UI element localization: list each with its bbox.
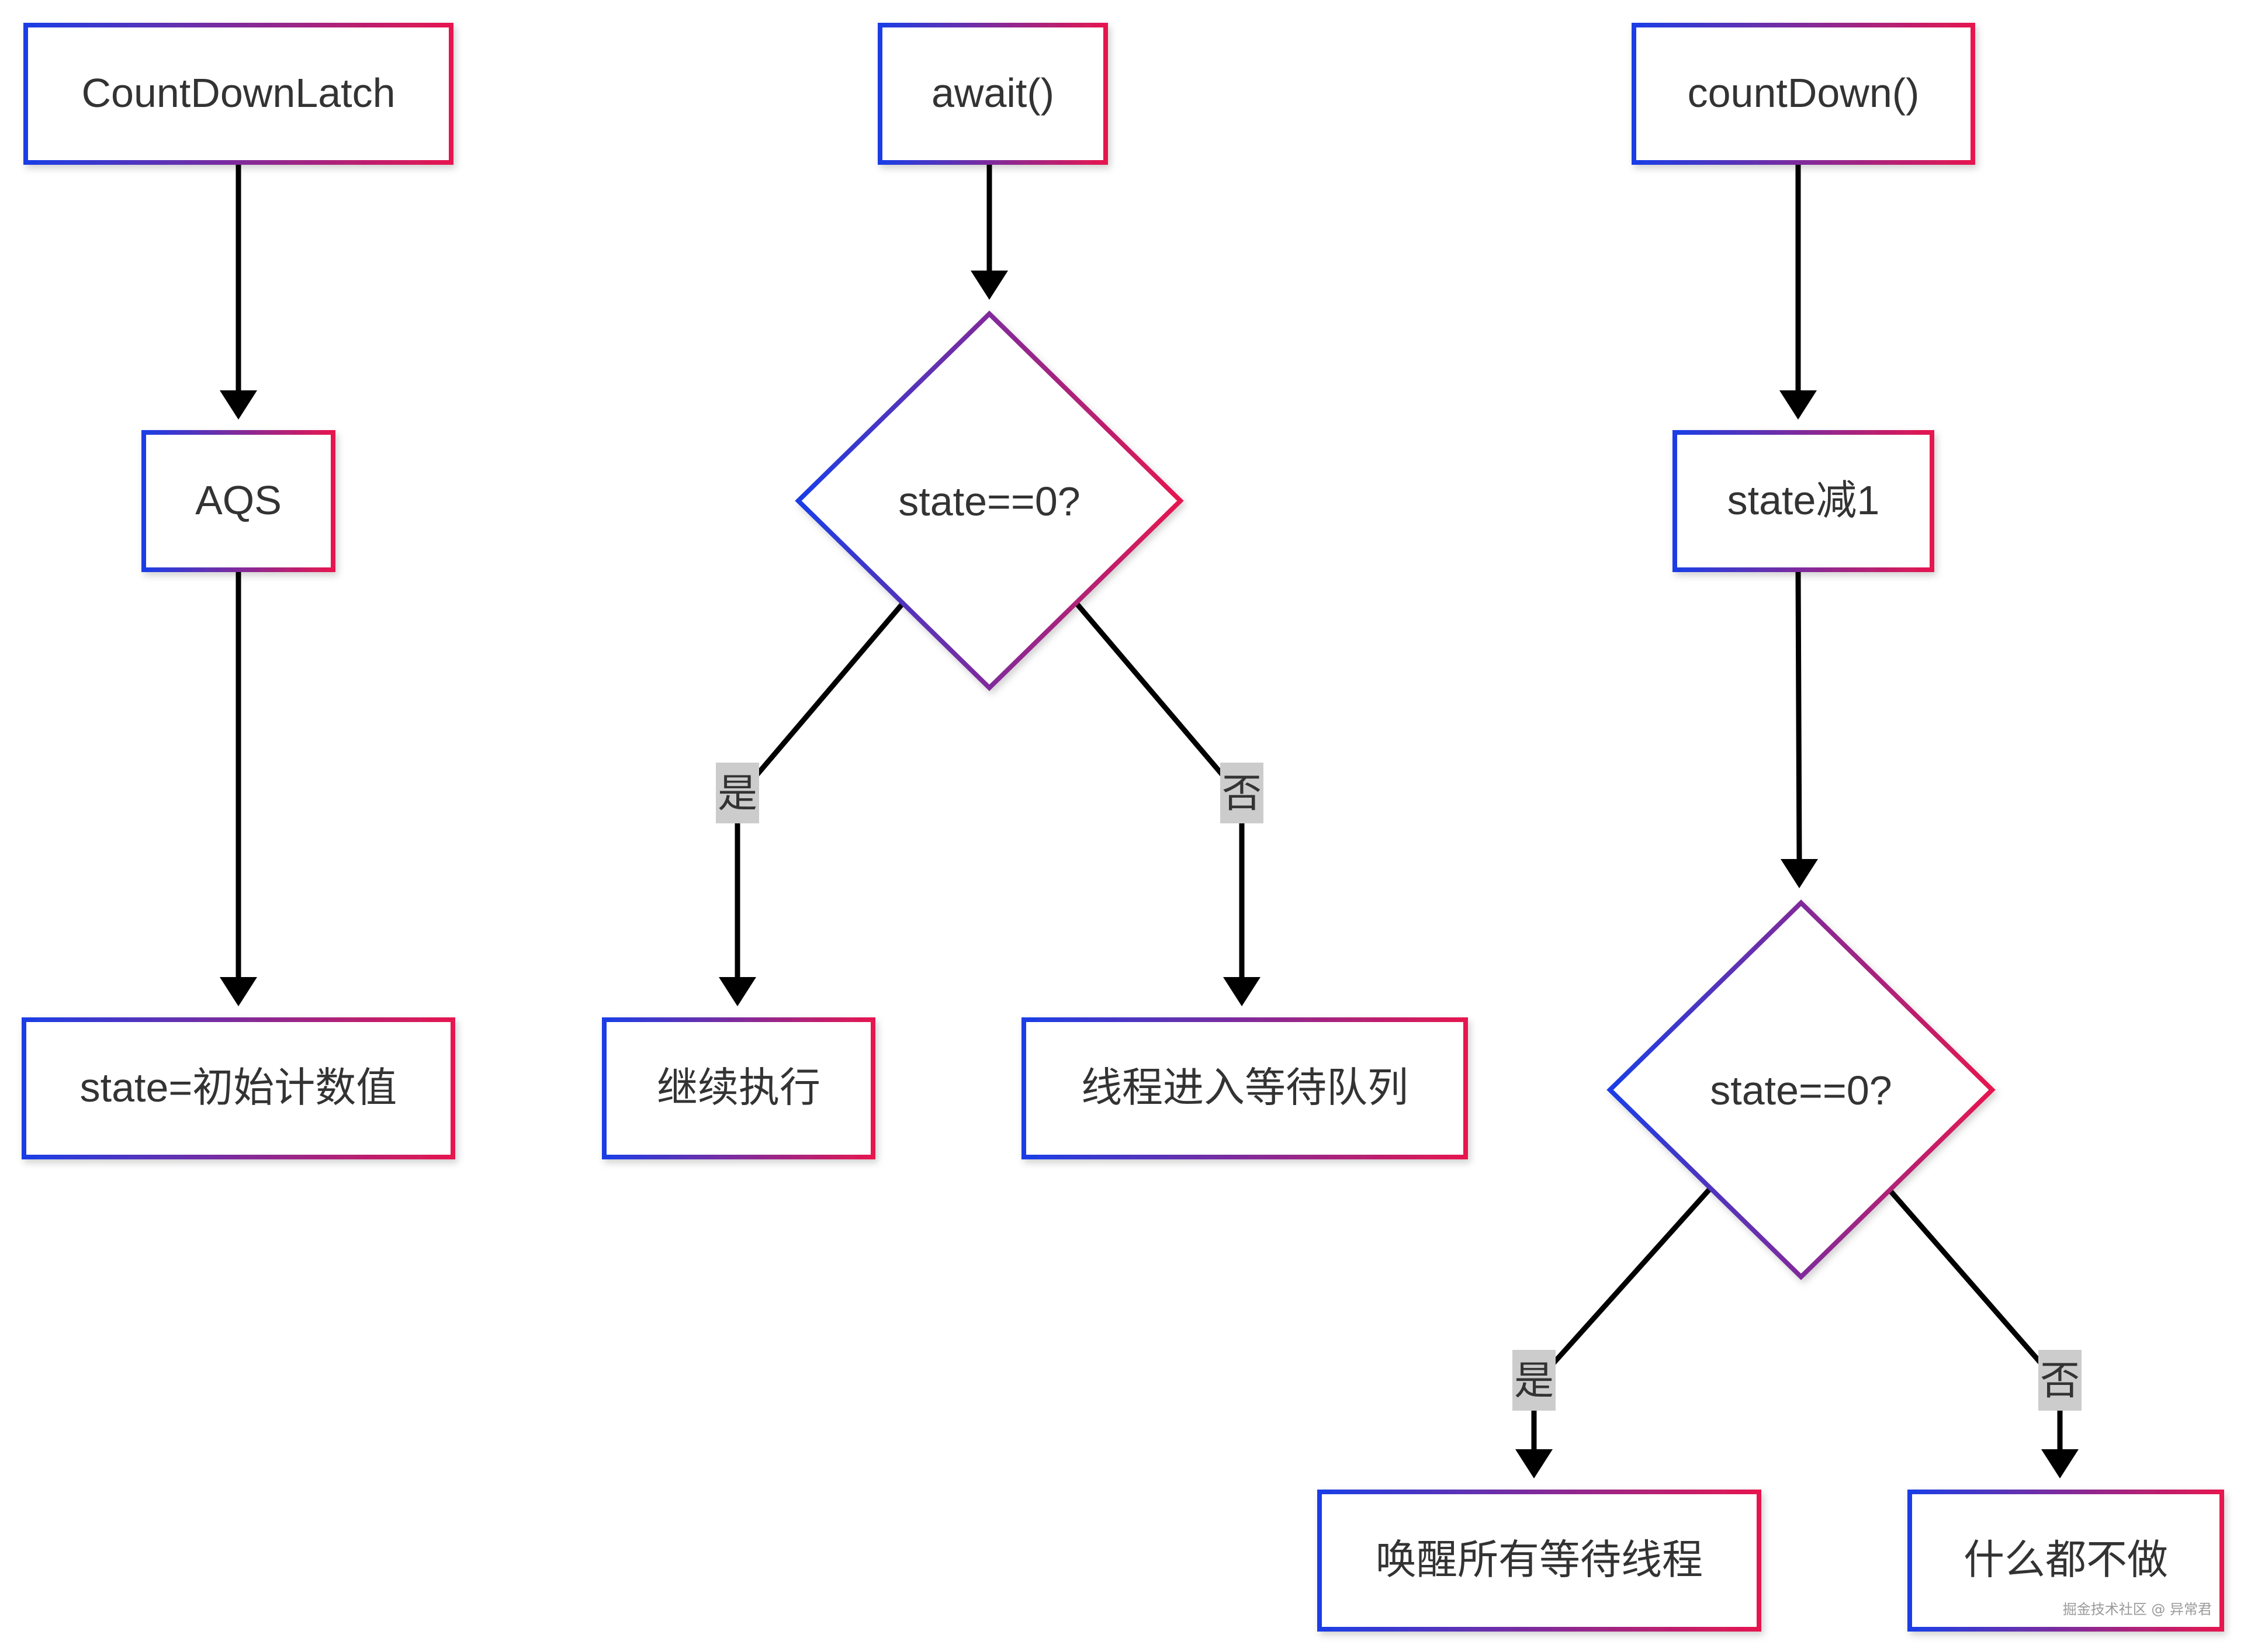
edge-label-countdown-no: 否 [2038, 1350, 2082, 1411]
node-continue-label: 继续执行 [657, 1065, 820, 1110]
arrowhead-aqs [220, 390, 257, 420]
node-wake-all: 唤醒所有等待线程 [1317, 1490, 1761, 1632]
arrowhead-continue [719, 977, 756, 1006]
node-countdown-check-label: state==0? [1710, 1068, 1892, 1113]
watermark: 掘金技术社区 @ 异常君 [2063, 1601, 2212, 1618]
edges [220, 162, 2079, 1478]
node-await: await() [878, 23, 1108, 165]
node-await-label: await() [931, 70, 1054, 116]
node-countdown: countDown() [1632, 23, 1975, 165]
arrowhead-do-nothing [2041, 1449, 2079, 1478]
edge-await-check-yes [735, 600, 906, 977]
node-state-init-label: state=初始计数值 [80, 1065, 397, 1110]
arrowhead-countdown-check [1781, 859, 1818, 888]
arrowhead-enqueue [1223, 977, 1260, 1006]
node-enqueue: 线程进入等待队列 [1021, 1017, 1468, 1159]
edge-countdown-check-no [1884, 1185, 2063, 1449]
edge-label-await-yes: 是 [716, 763, 759, 823]
arrowhead-wake-all [1515, 1449, 1553, 1478]
edge-label-countdown-no-text: 否 [2040, 1358, 2080, 1404]
edge-await-check-no [1073, 600, 1245, 977]
node-wake-all-label: 唤醒所有等待线程 [1376, 1537, 1703, 1582]
node-decrement-label: state减1 [1727, 477, 1880, 523]
node-do-nothing-label: 什么都不做 [1964, 1537, 2168, 1582]
edge-label-countdown-yes-text: 是 [1514, 1358, 1554, 1404]
node-await-check-label: state==0? [898, 479, 1080, 524]
node-enqueue-label: 线程进入等待队列 [1081, 1065, 1408, 1110]
node-aqs-label: AQS [195, 477, 282, 523]
edge-label-await-yes-text: 是 [718, 771, 757, 817]
edge-label-await-no-text: 否 [1222, 771, 1262, 817]
node-await-check: state==0? [795, 310, 1184, 691]
arrowhead-await-check [971, 271, 1008, 300]
node-do-nothing: 什么都不做 [1907, 1490, 2224, 1632]
node-aqs: AQS [141, 430, 335, 572]
node-state-init: state=初始计数值 [22, 1017, 455, 1159]
node-decrement: state减1 [1672, 430, 1934, 572]
edge-decrement-to-check [1795, 569, 1802, 860]
node-countdownlatch-label: CountDownLatch [82, 70, 396, 116]
node-countdown-check: state==0? [1606, 899, 1996, 1280]
edge-countdown-check-yes [1531, 1184, 1715, 1449]
arrowhead-state-init [220, 977, 257, 1006]
node-countdownlatch: CountDownLatch [23, 23, 453, 165]
edge-label-countdown-yes: 是 [1512, 1350, 1556, 1411]
node-continue: 继续执行 [602, 1017, 875, 1159]
edge-label-await-no: 否 [1220, 763, 1263, 823]
arrowhead-decrement [1779, 390, 1817, 420]
node-countdown-label: countDown() [1688, 70, 1920, 116]
